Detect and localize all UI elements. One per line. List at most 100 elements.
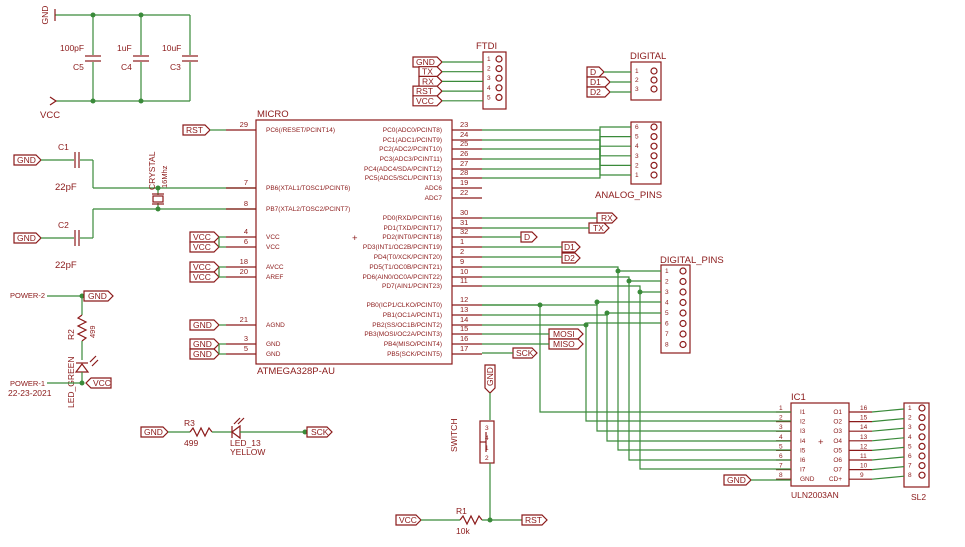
uln-pin-num: 9	[860, 472, 864, 479]
micro-pin-num: 10	[460, 267, 468, 276]
header-pin-num: 3	[665, 289, 669, 296]
c5-name: C5	[73, 62, 84, 72]
micro-pin-name: PD6(AIN0/OC0A/PCINT22)	[363, 274, 442, 281]
reset-switch-circuit: GND 3 4 1 2 SWITCH VCC RST R1 10k	[395, 364, 548, 536]
micro-title: MICRO	[257, 109, 289, 120]
pd2-marker: +	[352, 233, 358, 244]
digital-net-d-flag	[586, 66, 605, 78]
switch-vcc-label: VCC	[399, 515, 417, 525]
yellow-label: YELLOW	[230, 447, 265, 457]
micro-pin-num: 9	[460, 257, 464, 266]
header-pin-num: 5	[908, 443, 912, 450]
micro-pin-name: VCC	[266, 244, 280, 251]
micro-pin-num: 28	[460, 168, 468, 177]
uln-pin-name: I5	[800, 447, 806, 454]
uln-pin-name: O4	[833, 438, 842, 445]
header-pin-num: 4	[665, 300, 669, 307]
uln-pin-name: O5	[833, 447, 842, 454]
header-pin-num: 3	[635, 86, 639, 93]
c4-value: 1uF	[117, 43, 132, 53]
micro-pin-num: 8	[244, 199, 248, 208]
gnd-net-label-flag	[189, 348, 220, 360]
ftdi-net-rx-flag	[418, 75, 443, 88]
digital-net-d1: D1	[590, 77, 601, 87]
uln-pin-num: 1	[779, 405, 783, 412]
ftdi-net-gnd-flag	[412, 56, 443, 68]
switch-pin-3: 3	[485, 425, 489, 432]
header-pin-num: 1	[908, 405, 912, 412]
yellow-led-circuit: GND R3 499 SCK LED_13 YELLOW	[140, 417, 333, 457]
digital-net-d2-flag	[586, 86, 611, 98]
micro-pin-name: PC4(ADC4/SDA/PCINT12)	[364, 166, 442, 173]
uln-pin-name: I4	[800, 438, 806, 445]
power1-label: POWER-1	[10, 379, 45, 388]
micro-pin-num: 18	[240, 257, 248, 266]
micro-pin-name: PC5(ADC5/SCL/PCINT13)	[365, 175, 442, 182]
micro-pin-num: 25	[460, 139, 468, 148]
micro-pin-name: PD4(T0/XCK/PCINT20)	[374, 254, 442, 261]
uln-gnd-label: GND	[727, 475, 746, 485]
r1-name: R1	[456, 506, 467, 516]
ftdi-net-tx-flag	[418, 66, 443, 78]
gnd-net-label: GND	[193, 320, 212, 330]
micro-pin-name: AVCC	[266, 264, 284, 271]
d1-label: D1	[564, 242, 575, 252]
switch-name: SWITCH	[449, 418, 459, 452]
c4-name: C4	[121, 62, 132, 72]
uln-pin-num: 12	[860, 443, 868, 450]
micro-pin-num: 17	[460, 344, 468, 353]
vcc-net-label: VCC	[193, 232, 211, 242]
ftdi-net-vcc: VCC	[416, 96, 434, 106]
micro-pin-name: AGND	[266, 322, 285, 329]
micro-pin-num: 30	[460, 208, 468, 217]
header-pin-num: 7	[908, 463, 912, 470]
micro-pin-name: AREF	[266, 274, 283, 281]
decoupling-caps: GND VCC 100pF C5 1uF C4 10uF C3	[40, 6, 198, 121]
micro-pin-num: 16	[460, 334, 468, 343]
c2-value: 22pF	[55, 260, 77, 271]
micro-pin-num: 14	[460, 315, 468, 324]
micro-right-pins: 23PC0(ADC0/PCINT8)24PC1(ADC1/PCINT9)25PC…	[363, 120, 482, 358]
micro-left-pins: 29PC6(/RESET/PCINT14)RST7PB6(XTAL1/TOSC1…	[182, 120, 350, 360]
micro-pin-name: PB7(XTAL2/TOSC2/PCINT7)	[266, 206, 350, 213]
power-date: 22-23-2021	[8, 388, 52, 398]
micro-pin-name: PB6(XTAL1/TOSC1/PCINT6)	[266, 185, 350, 192]
gnd-flag-c2	[13, 232, 42, 244]
micro-pin-name: PB0(ICP1/CLKO/PCINT0)	[367, 302, 443, 309]
header-pin-num: 6	[665, 321, 669, 328]
digital-title: DIGITAL	[630, 51, 666, 62]
micro-pin-num: 1	[460, 237, 464, 246]
header-pin-num: 1	[635, 68, 639, 75]
micro-pin-name: GND	[266, 351, 281, 358]
header-pin-num: 2	[665, 279, 669, 286]
micro-pin-name: ADC6	[425, 185, 443, 192]
uln-pin-num: 2	[779, 415, 783, 422]
power-led-circuit: POWER-2 GND R2 499 LED_GREEN POWER-1 22-…	[8, 290, 114, 408]
r2-value: 499	[88, 325, 97, 338]
micro-pin-name: VCC	[266, 234, 280, 241]
ftdi-title: FTDI	[476, 41, 497, 52]
micro-pin-num: 31	[460, 218, 468, 227]
header-pin-num: 5	[635, 134, 639, 141]
uln-pin-name: CD+	[829, 476, 842, 483]
uln-pin-name: I1	[800, 409, 806, 416]
header-pin-num: 8	[908, 472, 912, 479]
header-pin-num: 5	[487, 94, 491, 101]
micro-pin-name: PC6(/RESET/PCINT14)	[266, 127, 335, 134]
uln-pin-num: 14	[860, 424, 868, 431]
header-pin-num: 2	[487, 66, 491, 73]
d-label: D	[524, 232, 530, 242]
micro-pin-name: ADC7	[425, 195, 443, 202]
c5-value: 100pF	[60, 43, 84, 53]
header-pin-num: 6	[635, 124, 639, 131]
ftdi-net-tx: TX	[422, 67, 433, 77]
vcc-net-label-flag	[189, 261, 220, 273]
crystal-circuit: GND GND C1 22pF C2 22pF CRYSTAL 16Mhz	[13, 142, 256, 271]
ftdi-net-rst-flag	[412, 85, 443, 97]
uln-pin-num: 15	[860, 415, 868, 422]
uln-part: ULN2003AN	[791, 490, 839, 500]
